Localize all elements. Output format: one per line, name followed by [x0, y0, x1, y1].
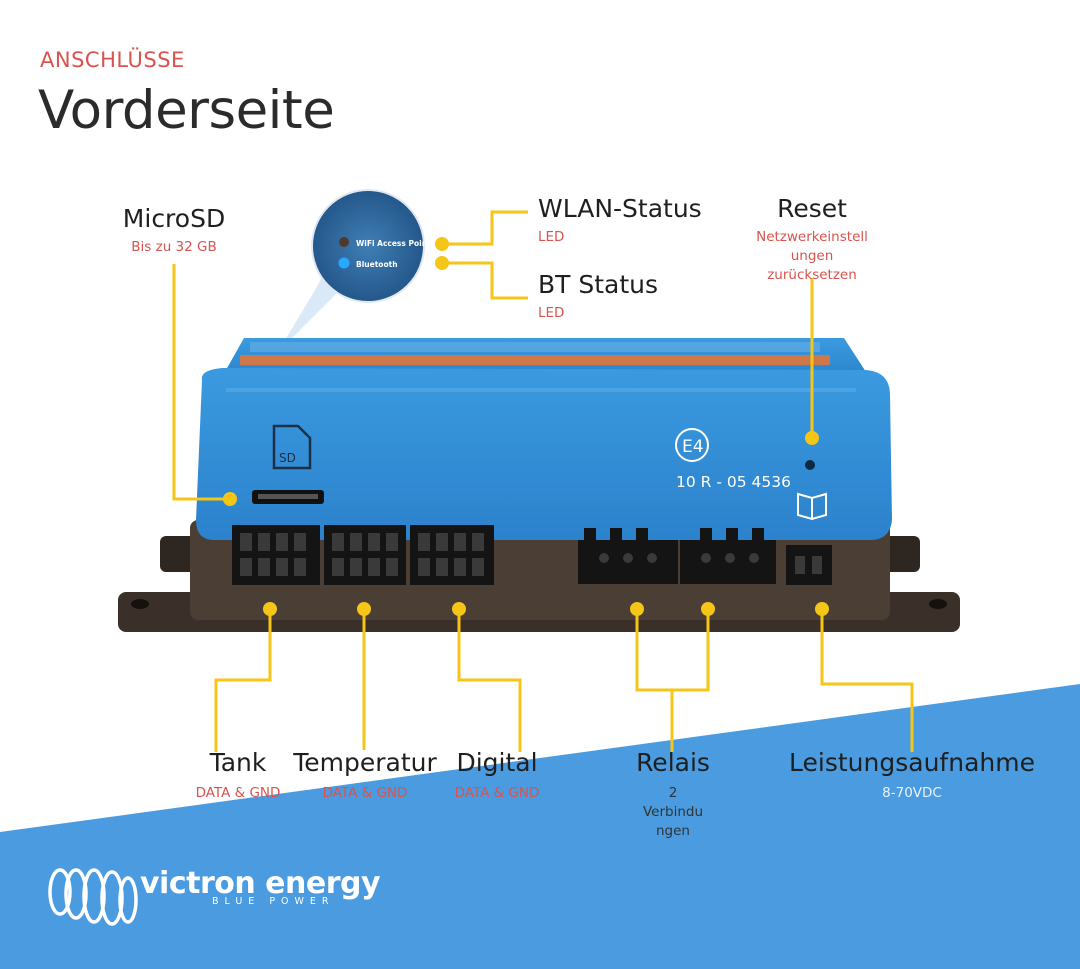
brand-name: victron energy — [140, 866, 381, 901]
mount-hole-right — [929, 599, 947, 609]
relais-sub: 2 Verbindu ngen — [642, 785, 704, 839]
sd-card-icon — [272, 424, 312, 470]
relay-connector-1 — [578, 528, 678, 584]
microsd-sub: Bis zu 32 GB — [131, 239, 217, 255]
dot-temperatur — [357, 602, 371, 616]
dot-tank — [263, 602, 277, 616]
wlan-status-label: WLAN-Status — [538, 194, 702, 223]
reset-label: Reset — [777, 194, 847, 223]
terminal-digital — [410, 525, 494, 585]
terminal-tank — [232, 525, 320, 585]
cert-mark: E4 — [682, 437, 704, 457]
callout-dots — [223, 237, 829, 616]
dot-relais-1 — [630, 602, 644, 616]
line-digital — [457, 610, 522, 752]
temperatur-sub: DATA & GND — [322, 785, 408, 801]
dot-digital — [452, 602, 466, 616]
dot-relais-2 — [701, 602, 715, 616]
line-bt — [442, 261, 528, 300]
victron-logo-icon — [48, 868, 138, 926]
line-power — [820, 610, 914, 752]
page-title: Vorderseite — [38, 80, 335, 141]
lid-stripe — [240, 355, 830, 365]
callout-lines — [172, 210, 914, 752]
line-tank — [214, 610, 272, 752]
approval-number: 10 R - 05 4536 — [676, 473, 791, 491]
device-front — [196, 368, 892, 540]
dot-reset — [805, 431, 819, 445]
dot-wlan — [435, 237, 449, 251]
relay-connector-2 — [680, 528, 776, 584]
reset-sub: Netzwerkeinstell ungen zurücksetzen — [756, 229, 868, 283]
brand-tagline: BLUE POWER — [212, 896, 335, 907]
line-microsd — [172, 264, 230, 501]
line-wlan — [442, 210, 528, 246]
relais-label: Relais — [636, 748, 710, 777]
terminal-temperatur — [324, 525, 406, 585]
microsd-label: MicroSD — [122, 204, 226, 233]
bt-status-label: BT Status — [538, 270, 659, 299]
tank-sub: DATA & GND — [195, 785, 281, 801]
zoom-led2-label: Bluetooth — [356, 260, 398, 269]
digital-label: Digital — [456, 748, 538, 777]
leistungsaufnahme-sub: 8-70VDC — [882, 785, 942, 801]
tank-label: Tank — [209, 748, 267, 777]
dot-microsd — [223, 492, 237, 506]
dot-power — [815, 602, 829, 616]
power-connector — [786, 545, 832, 585]
wlan-status-sub: LED — [538, 229, 565, 245]
dot-bt — [435, 256, 449, 270]
leistungsaufnahme-label: Leistungsaufnahme — [789, 748, 1035, 777]
sd-card-text: SD — [279, 451, 296, 465]
digital-sub: DATA & GND — [454, 785, 540, 801]
mount-hole-left — [131, 599, 149, 609]
reset-hole — [805, 460, 815, 470]
led-zoom-callout: WiFi Access Point Bluetooth — [311, 189, 431, 303]
temperatur-label: Temperatur — [293, 748, 437, 777]
bt-status-sub: LED — [538, 305, 565, 321]
cert-circle — [675, 428, 709, 462]
zoom-led1-label: WiFi Access Point — [356, 239, 431, 248]
section-label: ANSCHLÜSSE — [40, 48, 185, 72]
